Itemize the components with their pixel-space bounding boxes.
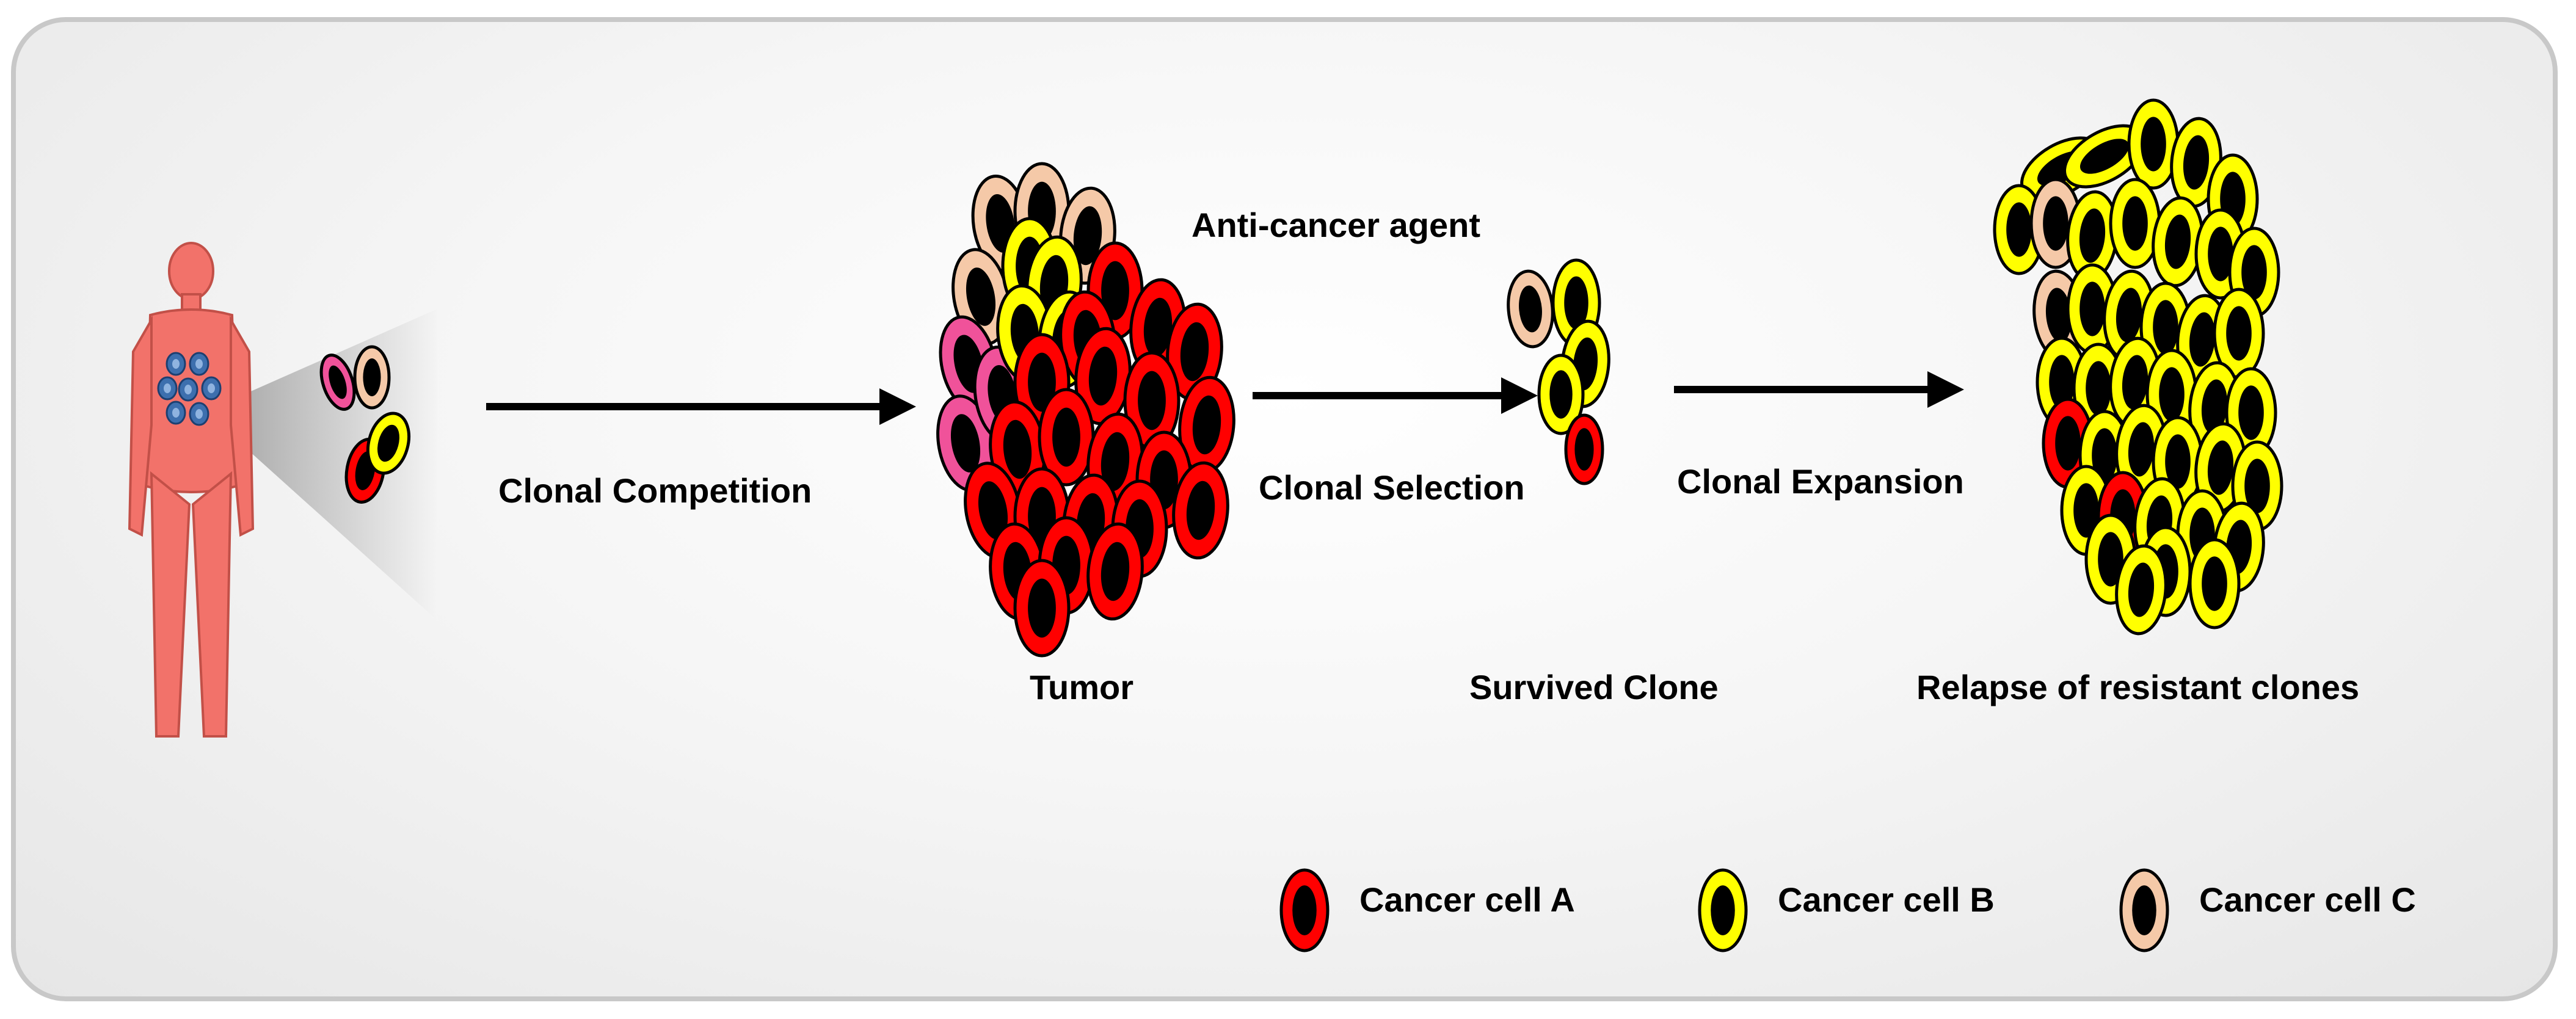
cell-clusters [319,98,2283,952]
cancer-cell-b [1698,868,1748,952]
cancer-cell-c [2119,868,2169,952]
label-clonal-competition: Clonal Competition [498,471,812,510]
human-body-icon [128,242,255,738]
diagram-canvas [128,98,2283,952]
cancer-cell-b [366,412,411,475]
label-tumor: Tumor [1030,668,1134,706]
cancer-cell-a [1178,375,1235,474]
cancer-cell-a [1074,327,1132,426]
label-anti-cancer-agent: Anti-cancer agent [1192,206,1480,244]
legend-label-b: Cancer cell B [1778,880,1995,919]
cancer-cell-a [1038,388,1095,487]
cancer-cell-c [1507,269,1554,349]
cancer-cell-a [1123,351,1181,450]
cancer-cell-b [2188,361,2241,452]
cancer-cell-a [1564,413,1604,485]
diagram-panel: Clonal Competition Anti-cancer agent Clo… [11,17,2558,1001]
cancer-cell-b [2066,190,2119,281]
label-clonal-selection: Clonal Selection [1259,468,1525,507]
cancer-cell-b [2127,98,2180,190]
cancer-cell-a [1279,868,1330,952]
cancer-cell-a [1086,522,1144,621]
cancer-cell-a [1013,559,1071,658]
cancer-cell-a [1172,461,1229,560]
label-survived-clone: Survived Clone [1469,668,1719,706]
cancer-cell-b [2115,544,2167,636]
cancer-cell-b [2109,178,2161,269]
legend-label-a: Cancer cell A [1359,880,1575,919]
cancer-cell-d [319,354,356,411]
cancer-cell-b [1537,354,1585,435]
cancer-cell-b [2188,538,2241,629]
legend-label-c: Cancer cell C [2199,880,2416,919]
cancer-cell-b [1993,184,2045,275]
label-relapse: Relapse of resistant clones [1916,668,2360,706]
cancer-cell-b [2036,336,2088,428]
label-clonal-expansion: Clonal Expansion [1677,462,1964,501]
cancer-cell-b [2063,124,2146,189]
cancer-cell-c [353,345,391,410]
